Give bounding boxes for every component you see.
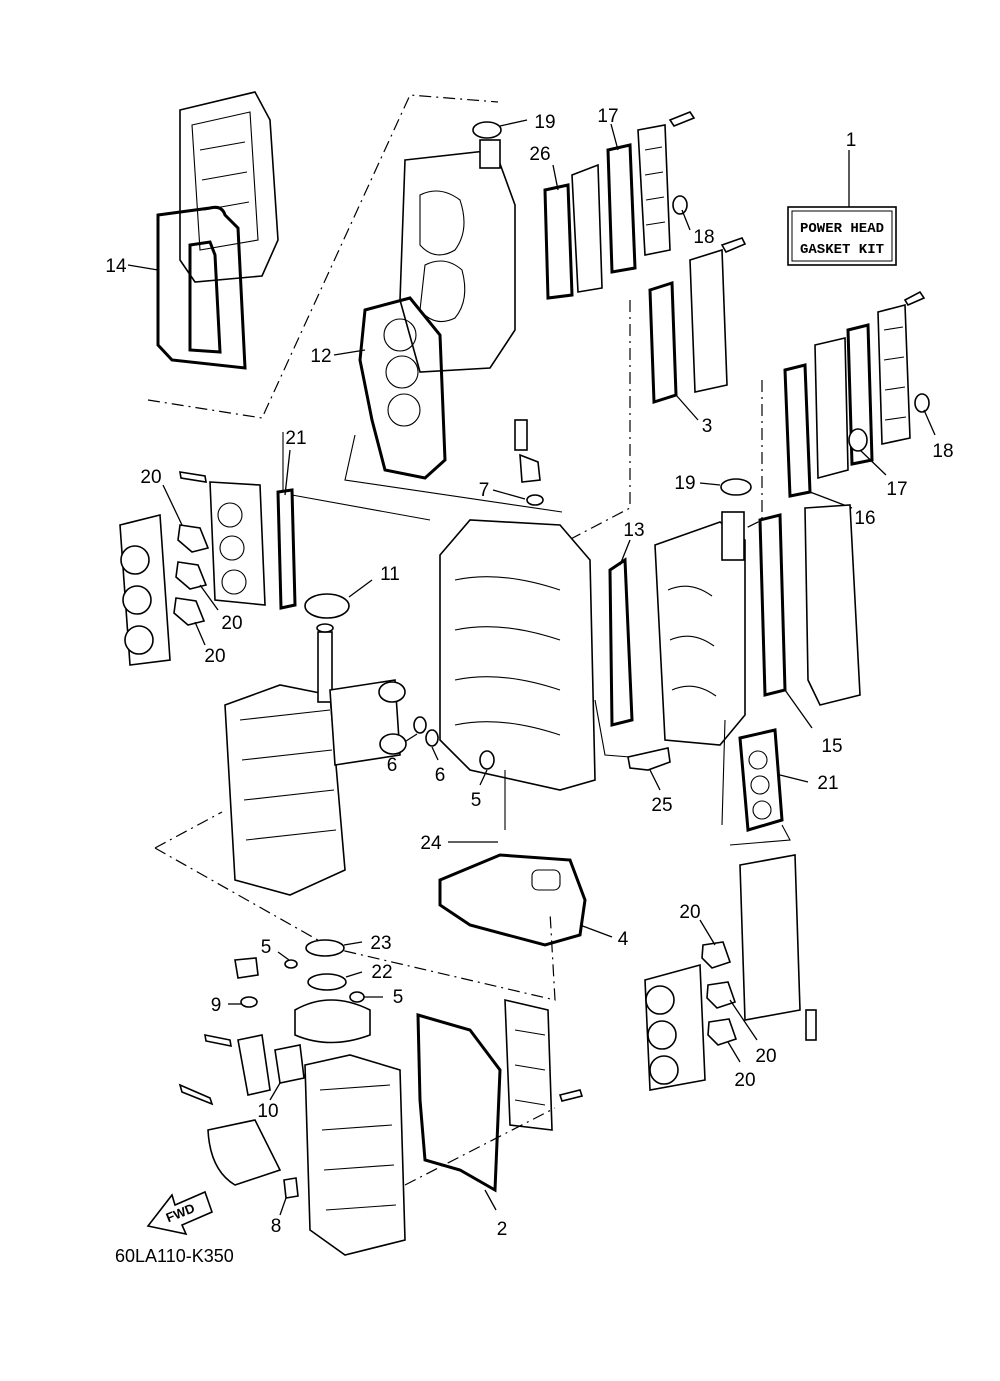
callout-5-lower-right: 5 (393, 987, 404, 1008)
callout-20-right-c: 20 (734, 1070, 755, 1091)
callout-2: 2 (497, 1219, 508, 1240)
callout-20-right-b: 20 (755, 1046, 776, 1067)
callout-19-right: 19 (674, 473, 695, 494)
intake-manifold-right: 20 20 20 (644, 854, 817, 1091)
callout-20-left-a: 20 (140, 467, 161, 488)
callout-26: 26 (529, 144, 550, 165)
drawing-code: 60LA110-K350 (115, 1246, 234, 1266)
cylinder-head-right: 19 15 21 (654, 473, 861, 846)
lower-crankcase: 10 8 (178, 999, 406, 1256)
callout-17-right: 17 (886, 479, 907, 500)
callout-12: 12 (310, 346, 331, 367)
callout-15: 15 (821, 736, 842, 757)
cylinder-head-top: 19 12 (310, 112, 563, 513)
exhaust-cover-set-right: 18 17 16 (721, 290, 954, 541)
callout-22: 22 (371, 962, 392, 983)
callout-19-top: 19 (534, 112, 555, 133)
callout-5-center: 5 (471, 790, 482, 811)
callout-8: 8 (271, 1216, 282, 1237)
callout-18-top: 18 (693, 227, 714, 248)
callout-10: 10 (257, 1101, 278, 1122)
callout-20-left-b: 20 (221, 613, 242, 634)
lower-seals: 23 22 5 5 9 (211, 933, 404, 1016)
gasket-4: 4 (438, 853, 629, 950)
callout-25: 25 (651, 795, 672, 816)
callout-16: 16 (854, 508, 875, 529)
gasket-kit-label: 1 POWER HEAD GASKET KIT (787, 130, 897, 266)
kit-title-line2: GASKET KIT (800, 242, 884, 258)
callout-7: 7 (479, 480, 490, 501)
callout-13: 13 (623, 520, 644, 541)
callout-18-right: 18 (932, 441, 953, 462)
callout-23: 23 (370, 933, 391, 954)
cylinder-block: 7 11 6 6 5 24 (304, 419, 596, 854)
callout-3: 3 (702, 416, 713, 437)
callout-24: 24 (420, 833, 442, 854)
callout-20-left-c: 20 (204, 646, 225, 667)
callout-5-lower-left: 5 (261, 937, 272, 958)
callout-20-right-a: 20 (679, 902, 700, 923)
callout-1: 1 (846, 130, 857, 151)
callout-11: 11 (380, 564, 400, 585)
callout-6a: 6 (387, 755, 398, 776)
gasket-13-bracket-25: 13 25 (594, 520, 673, 816)
gasket-2-plate: 2 (404, 998, 584, 1240)
callout-21-right: 21 (817, 773, 838, 794)
callout-9: 9 (211, 995, 222, 1016)
kit-title-line1: POWER HEAD (800, 221, 884, 237)
exhaust-cover-assembly: 14 (105, 91, 499, 419)
intake-manifold-left: 21 20 20 20 (119, 428, 431, 667)
exhaust-cover-set-upper: 26 17 18 (529, 106, 715, 300)
callout-14: 14 (105, 256, 127, 277)
callout-4: 4 (618, 929, 629, 950)
callout-21-left: 21 (285, 428, 306, 449)
crankcase-assembly (154, 623, 556, 1001)
forward-arrow-icon: FWD (146, 1190, 214, 1236)
callout-6b: 6 (435, 765, 446, 786)
callout-17-top: 17 (597, 106, 618, 127)
